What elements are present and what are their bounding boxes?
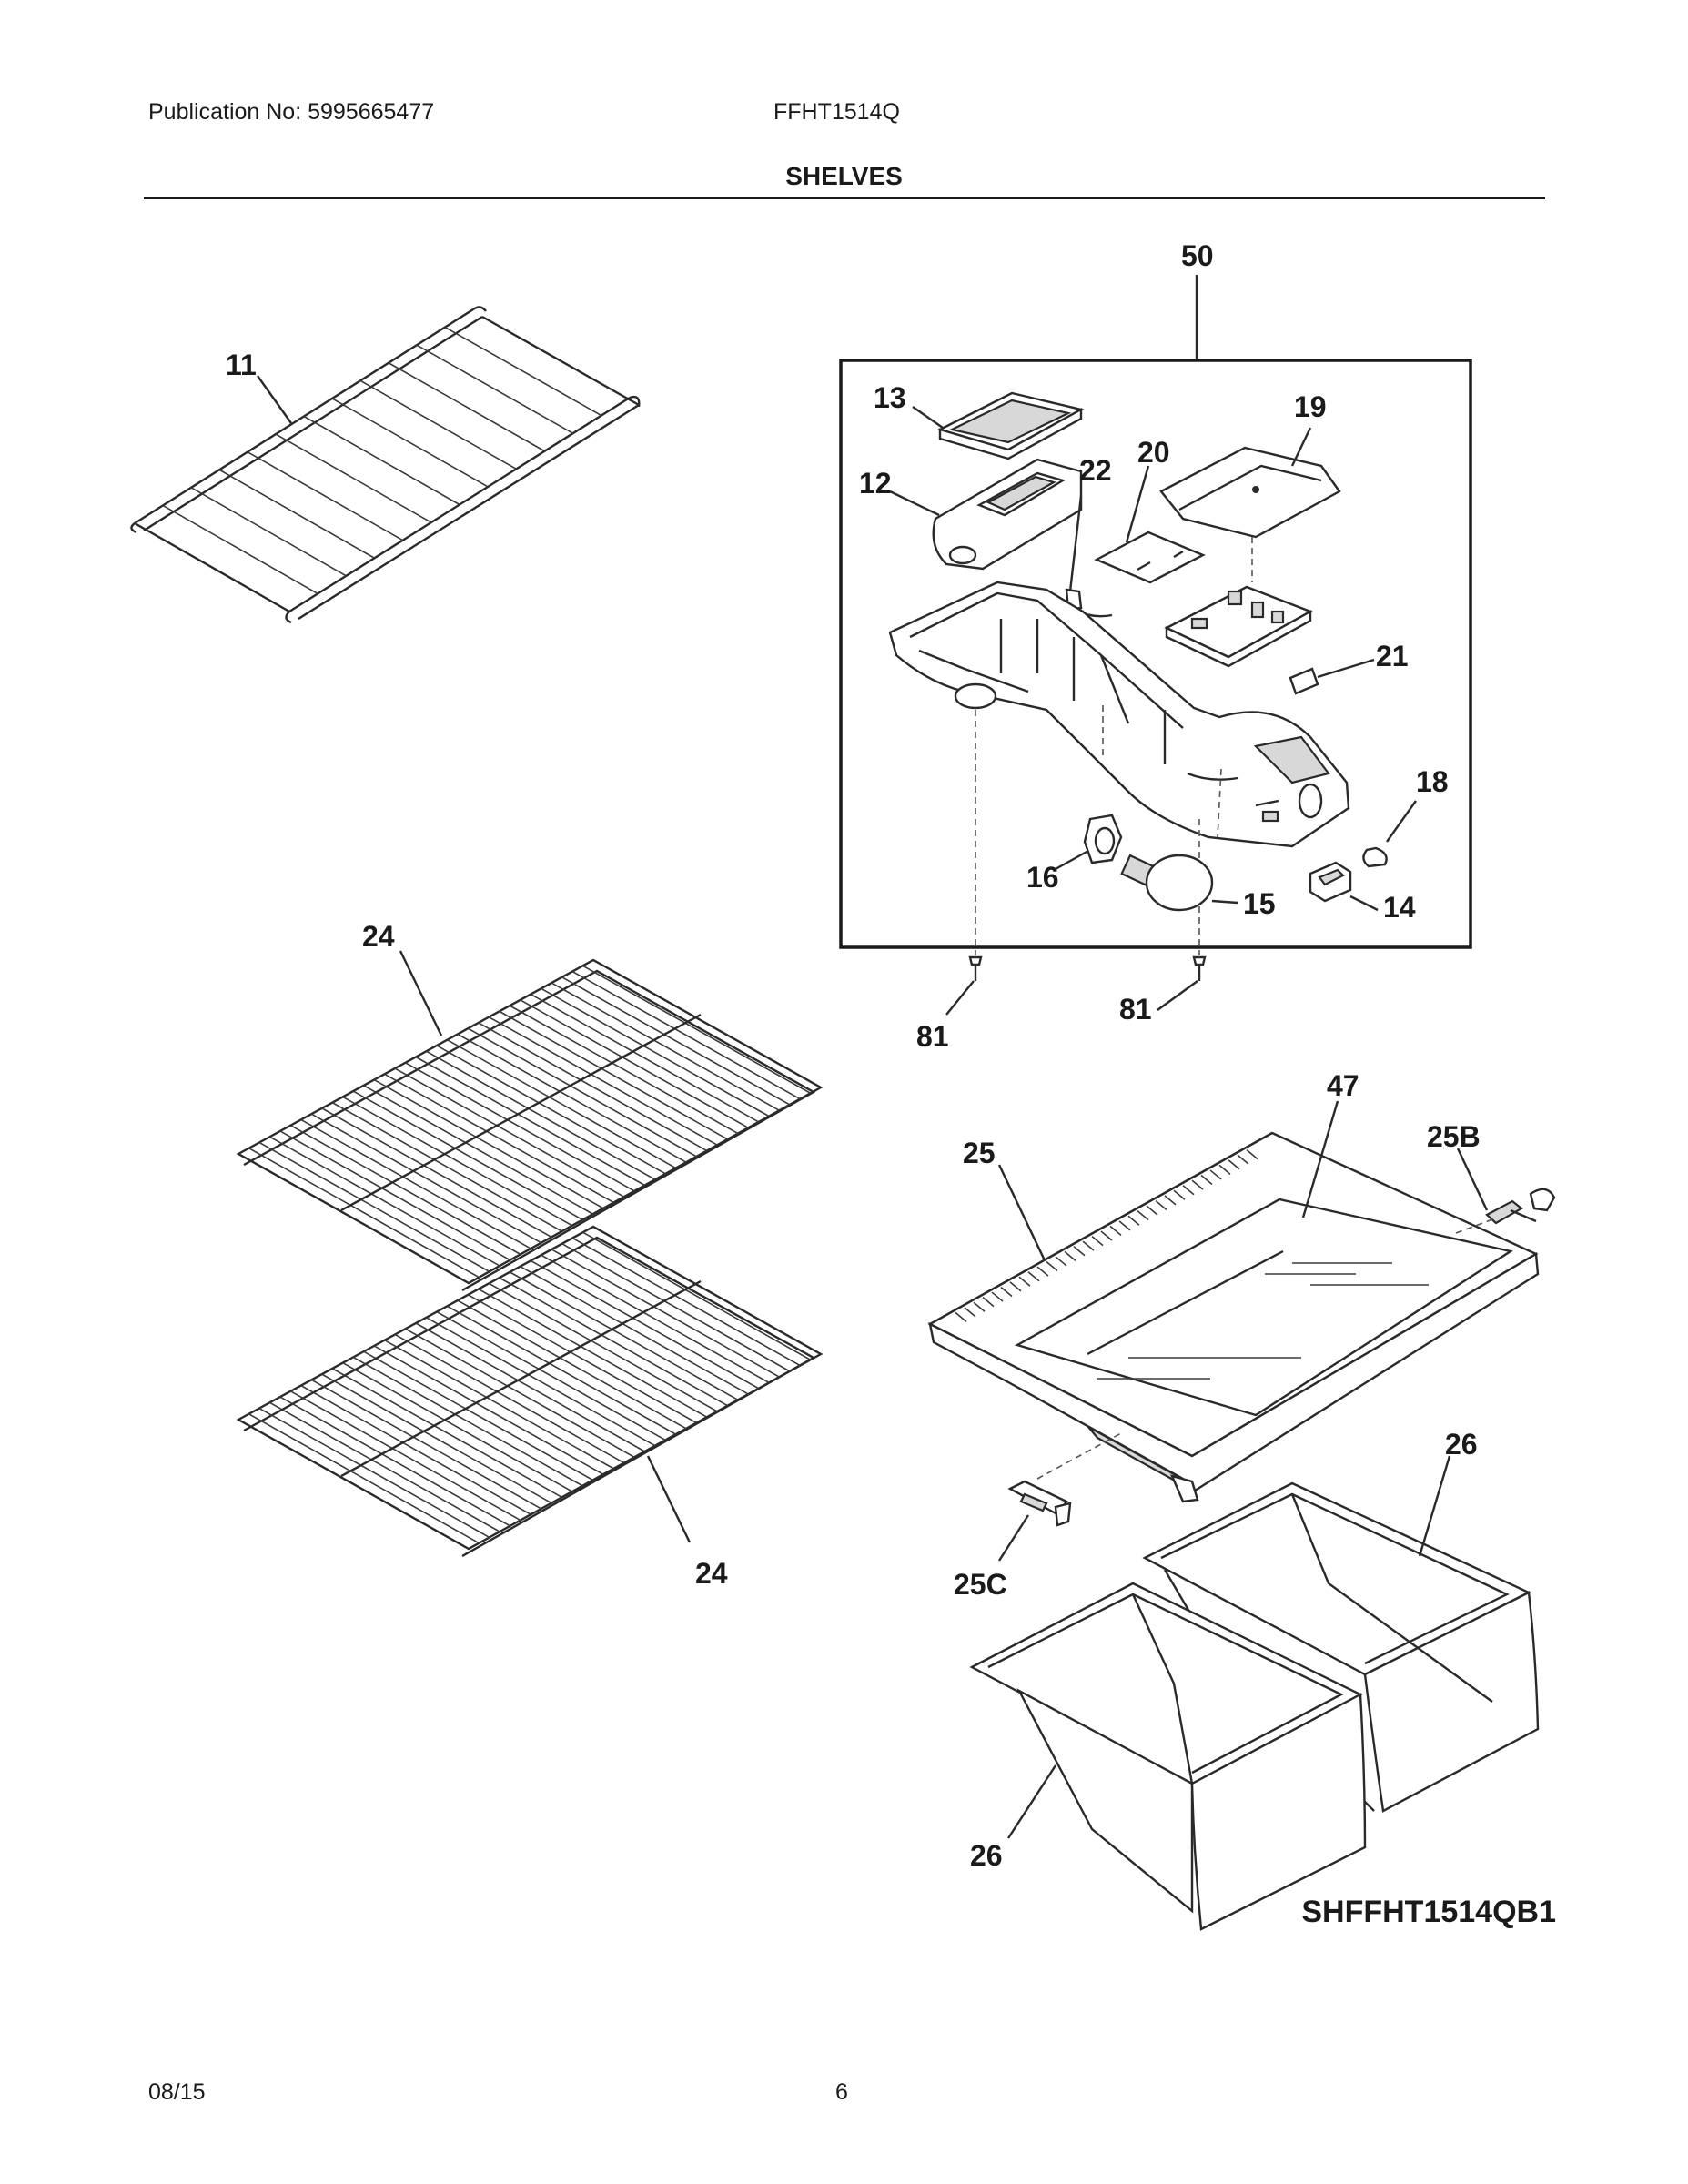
callout-21: 21 (1376, 640, 1409, 672)
leader-14 (1349, 895, 1379, 912)
part-12-filter-housing (932, 458, 1083, 571)
leader-25b (1456, 1148, 1489, 1211)
leader-18 (1386, 800, 1417, 843)
wire-shelf-24-lower (236, 1225, 824, 1558)
leader-25c (997, 1514, 1030, 1562)
assembly-50-box (839, 359, 1472, 949)
leader-25 (997, 1164, 1046, 1261)
publication-number: Publication No: 5995665477 (148, 99, 435, 125)
part-25b-clip (1485, 1188, 1556, 1225)
part-20-cover (1094, 531, 1206, 584)
callout-22: 22 (1079, 454, 1112, 487)
callout-47: 47 (1327, 1069, 1359, 1102)
part-21 (1289, 667, 1319, 695)
screw-81-right (1192, 956, 1207, 981)
glass-panel-47 (1014, 1198, 1514, 1417)
part-13-filter (936, 391, 1085, 460)
callout-12: 12 (859, 467, 892, 500)
leader-81-right (1157, 980, 1198, 1011)
callout-24-upper: 24 (362, 920, 395, 953)
leader-13 (912, 406, 944, 429)
freezer-wire-shelf (130, 306, 641, 624)
callout-25b: 25B (1427, 1120, 1481, 1153)
leader-12 (889, 490, 940, 517)
callout-14: 14 (1383, 891, 1416, 924)
callout-15: 15 (1243, 887, 1276, 920)
part-14-switch (1309, 861, 1352, 903)
leader-26-front (1006, 1764, 1057, 1839)
part-18-knob (1362, 846, 1388, 868)
screw-81-left (968, 956, 983, 981)
callout-26-rear: 26 (1445, 1428, 1478, 1461)
diagram-code: SHFFHT1514QB1 (1301, 1895, 1556, 1929)
callout-16: 16 (1026, 861, 1059, 894)
leader-15 (1211, 899, 1238, 905)
leader-19 (1290, 427, 1312, 467)
leader-47 (1301, 1100, 1339, 1218)
part-19-cover-plate (1159, 446, 1341, 539)
leader-24-upper (399, 950, 443, 1036)
callout-20: 20 (1137, 436, 1170, 469)
page-number: 6 (835, 2079, 848, 2105)
leader-20 (1125, 465, 1150, 543)
callout-24-lower: 24 (695, 1557, 728, 1590)
leader-11 (257, 375, 292, 424)
part-16-socket (1083, 814, 1123, 864)
wire-shelf-24-upper (236, 958, 824, 1292)
footer-date: 08/15 (148, 2079, 206, 2105)
callout-25: 25 (963, 1137, 996, 1169)
callout-11: 11 (226, 349, 257, 381)
callout-81-left: 81 (916, 1020, 949, 1053)
leader-24-lower (646, 1455, 692, 1543)
callout-13: 13 (874, 381, 906, 414)
callout-26-front: 26 (970, 1839, 1003, 1872)
control-board (1164, 585, 1313, 668)
control-housing (888, 581, 1350, 848)
part-15-bulb (1120, 854, 1214, 912)
callout-50: 50 (1181, 239, 1214, 272)
callout-81-right: 81 (1119, 993, 1152, 1026)
leader-21 (1317, 658, 1375, 679)
leader-81-left (945, 980, 975, 1016)
crisper-cover-25 (927, 1131, 1540, 1503)
section-title: SHELVES (785, 162, 903, 190)
callout-19: 19 (1294, 390, 1327, 423)
crisper-drawer-26-front (969, 1582, 1367, 1931)
part-25c-clip (1007, 1480, 1072, 1527)
leader-26-rear (1418, 1455, 1451, 1557)
model-number: FFHT1514Q (773, 99, 900, 125)
header-rule (144, 197, 1545, 199)
callout-25c: 25C (954, 1568, 1007, 1601)
callout-18: 18 (1416, 765, 1449, 798)
leader-16 (1055, 849, 1089, 871)
